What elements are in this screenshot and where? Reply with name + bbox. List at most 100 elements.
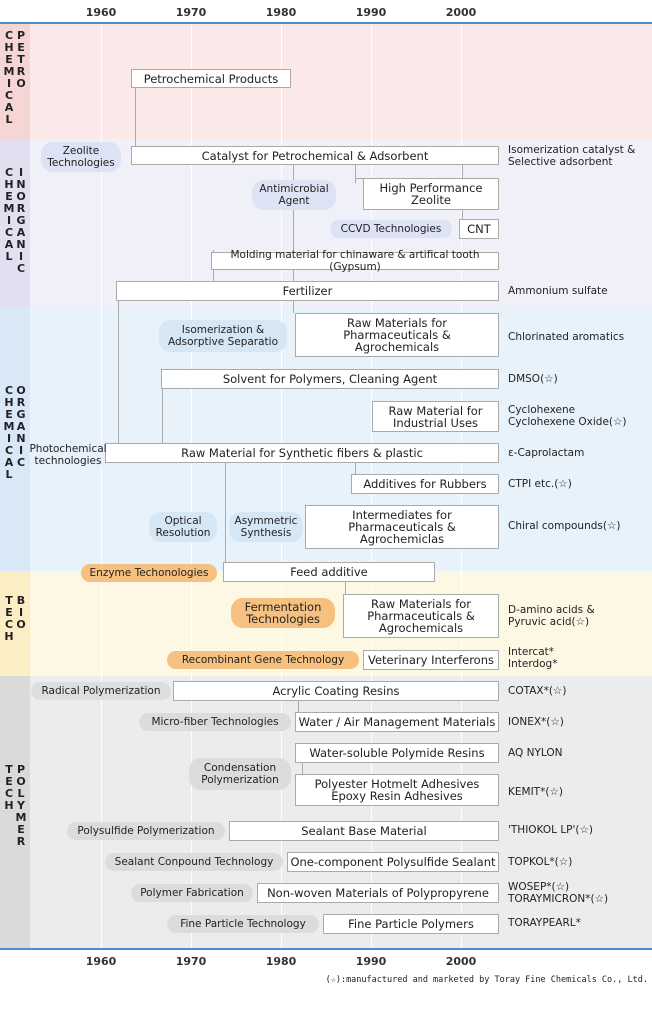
result-ionex: IONEX*(☆) <box>508 716 564 728</box>
result-dmso: DMSO(☆) <box>508 373 558 385</box>
connector <box>355 178 365 179</box>
tech-zeolite: Zeolite Technologies <box>41 142 121 172</box>
box-catalyst: Catalyst for Petrochemical & Adsorbent <box>131 146 499 165</box>
result-ctpi: CTPI etc.(☆) <box>508 478 572 490</box>
result-aqnylon: AQ NYLON <box>508 747 563 759</box>
grid-1960 <box>101 24 102 948</box>
tech-fermentation: Fermentation Technologies <box>231 598 335 628</box>
box-one-component: One-component Polysulfide Sealant <box>287 852 499 872</box>
year-bottom-1980: 1980 <box>265 955 297 968</box>
box-feed-additive: Feed additive <box>223 562 435 582</box>
footnote: (☆):manufactured and marketed by Toray F… <box>325 975 648 985</box>
connector <box>355 462 356 474</box>
tech-asymmetric: Asymmetric Synthesis <box>229 512 303 542</box>
result-intercat: Intercat* Interdog* <box>508 646 558 670</box>
box-raw-pharma-2: Raw Materials for Pharmaceuticals & Agro… <box>343 594 499 638</box>
year-top-1960: 1960 <box>85 6 117 19</box>
result-chiral: Chiral compounds(☆) <box>508 520 621 532</box>
tech-sealant-compound: Sealant Conpound Technology <box>105 853 283 871</box>
tech-isomerization: Isomerization & Adsorptive Separatio <box>159 320 287 352</box>
axis-bottom-line <box>0 948 652 950</box>
box-raw-synthetic: Raw Material for Synthetic fibers & plas… <box>105 443 499 463</box>
year-top-1980: 1980 <box>265 6 297 19</box>
connector <box>302 762 303 774</box>
band-petro <box>30 22 652 139</box>
box-cnt: CNT <box>459 219 499 239</box>
grid-1970 <box>191 24 192 948</box>
grid-1980 <box>281 24 282 948</box>
result-isomerization-catalyst: Isomerization catalyst & Selective adsor… <box>508 144 636 168</box>
tech-ccvd: CCVD Technologies <box>330 220 452 238</box>
result-thiokol: 'THIOKOL LP'(☆) <box>508 824 593 836</box>
box-polyester: Polyester Hotmelt Adhesives Epoxy Resin … <box>295 774 499 806</box>
year-top-2000: 2000 <box>445 6 477 19</box>
tech-enzyme: Enzyme Techonologies <box>81 564 217 582</box>
box-sealant-base: Sealant Base Material <box>229 821 499 841</box>
result-amino: D-amino acids & Pyruvic acid(☆) <box>508 604 595 628</box>
box-petrochemical-products: Petrochemical Products <box>131 69 291 88</box>
box-fertilizer: Fertilizer <box>116 281 499 301</box>
year-bottom-2000: 2000 <box>445 955 477 968</box>
result-wosep: WOSEP*(☆) TORAYMICRON*(☆) <box>508 881 609 905</box>
box-molding-material: Molding material for chinaware & artific… <box>211 249 499 273</box>
box-high-performance-zeolite: High Performance Zeolite <box>363 178 499 210</box>
result-ammonium: Ammonium sulfate <box>508 285 608 297</box>
box-non-woven: Non-woven Materials of Polypropyrene <box>257 883 499 903</box>
box-vet-interferons: Veterinary Interferons <box>363 650 499 670</box>
result-caprolactam: ε-Caprolactam <box>508 447 585 459</box>
result-kemit: KEMIT*(☆) <box>508 786 563 798</box>
year-top-1990: 1990 <box>355 6 387 19</box>
box-raw-industrial: Raw Material for Industrial Uses <box>372 401 499 432</box>
tech-photochemical: Photochemical technologies <box>29 440 107 470</box>
connector <box>118 282 119 446</box>
box-raw-pharma-1: Raw Materials for Pharmaceuticals & Agro… <box>295 313 499 357</box>
result-toraypearl: TORAYPEARL* <box>508 917 581 929</box>
connector <box>293 163 294 313</box>
tech-microfiber: Micro-fiber Technologies <box>139 713 291 731</box>
year-bottom-1970: 1970 <box>175 955 207 968</box>
year-bottom-1960: 1960 <box>85 955 117 968</box>
connector <box>135 87 136 149</box>
connector <box>225 462 226 562</box>
box-water-soluble: Water-soluble Polymide Resins <box>295 743 499 763</box>
box-fine-particle: Fine Particle Polymers <box>323 914 499 934</box>
box-additives-rubbers: Additives for Rubbers <box>351 474 499 494</box>
result-chlorinated: Chlorinated aromatics <box>508 331 625 343</box>
year-top-1970: 1970 <box>175 6 207 19</box>
tech-optical: Optical Resolution <box>149 512 217 542</box>
connector <box>355 163 356 183</box>
tech-fine-particle: Fine Particle Technology <box>167 915 319 933</box>
year-bottom-1990: 1990 <box>355 955 387 968</box>
tech-recombinant: Recombinant Gene Technology <box>167 651 359 669</box>
tech-polymer-fab: Polymer Fabrication <box>131 884 253 902</box>
tech-antimicrobial: Antimicrobial Agent <box>252 180 336 210</box>
tech-polysulfide: Polysulfide Polymerization <box>67 822 225 840</box>
box-acrylic: Acrylic Coating Resins <box>173 681 499 701</box>
box-solvent: Solvent for Polymers, Cleaning Agent <box>161 369 499 389</box>
result-topkol: TOPKOL*(☆) <box>508 856 573 868</box>
axis-top-line <box>0 22 652 24</box>
connector <box>162 370 163 446</box>
box-intermediates: Intermediates for Pharmaceuticals & Agro… <box>305 505 499 549</box>
tech-condensation: Condensation Polymerization <box>189 758 291 790</box>
result-cotax: COTAX*(☆) <box>508 685 567 697</box>
connector <box>298 700 299 714</box>
result-cyclohexene: Cyclohexene Cyclohexene Oxide(☆) <box>508 404 627 428</box>
box-water-air: Water / Air Management Materials <box>295 712 499 732</box>
